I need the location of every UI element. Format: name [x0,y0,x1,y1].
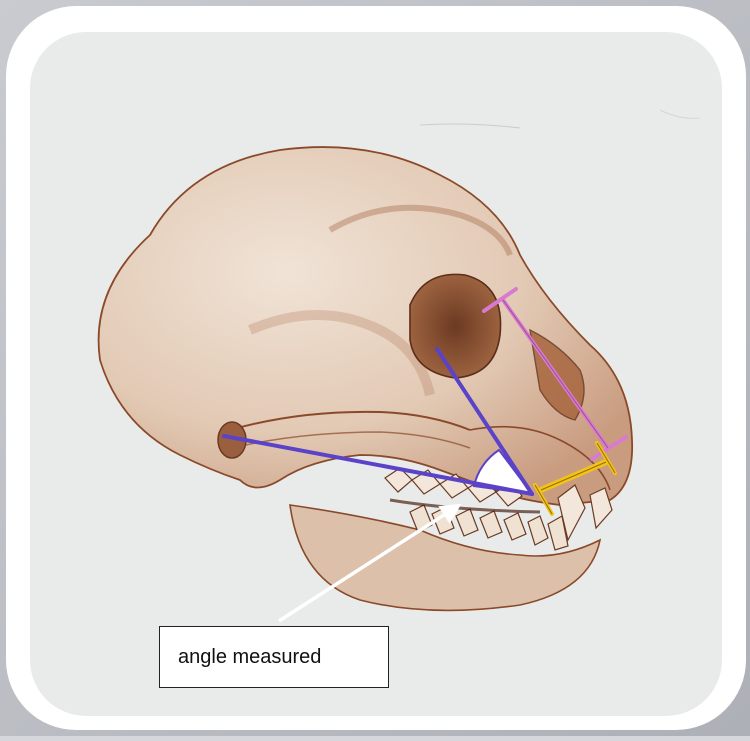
angle-measured-label: angle measured [159,626,389,688]
orbit [410,274,501,378]
